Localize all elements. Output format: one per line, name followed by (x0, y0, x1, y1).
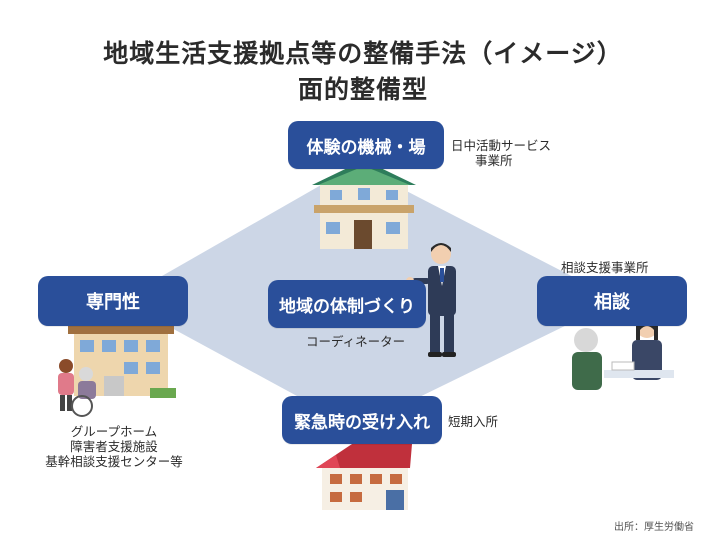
group-home-illustration (58, 322, 176, 417)
box-consultation: 相談 (537, 276, 687, 326)
label-short-stay: 短期入所 (448, 414, 499, 429)
label-day-activity: 日中活動サービス 事業所 (451, 138, 551, 168)
label-consultation-office: 相談支援事業所 (561, 260, 649, 275)
day-activity-house-illustration (312, 160, 416, 249)
box-experience: 体験の機械・場 (288, 121, 444, 169)
label-day-activity-line2: 事業所 (475, 153, 513, 168)
page-title: 地域生活支援拠点等の整備手法（イメージ） (103, 39, 623, 68)
label-facilities-line3: 基幹相談支援センター等 (45, 454, 183, 469)
label-facilities: グループホーム 障害者支援施設 基幹相談支援センター等 (30, 424, 198, 469)
label-coordinator: コーディネーター (306, 334, 406, 349)
coordinator-illustration (406, 243, 456, 357)
label-day-activity-line1: 日中活動サービス (451, 138, 552, 153)
consultation-illustration (572, 316, 674, 390)
label-facilities-line2: 障害者支援施設 (70, 439, 158, 454)
box-emergency: 緊急時の受け入れ (282, 396, 442, 444)
box-expertise: 専門性 (38, 276, 188, 326)
box-community-system: 地域の体制づくり (268, 280, 426, 328)
source-credit: 出所：厚生労働省 (614, 522, 694, 533)
short-stay-house-illustration (316, 444, 412, 510)
page-subtitle: 面的整備型 (297, 75, 428, 104)
label-facilities-line1: グループホーム (70, 424, 158, 439)
